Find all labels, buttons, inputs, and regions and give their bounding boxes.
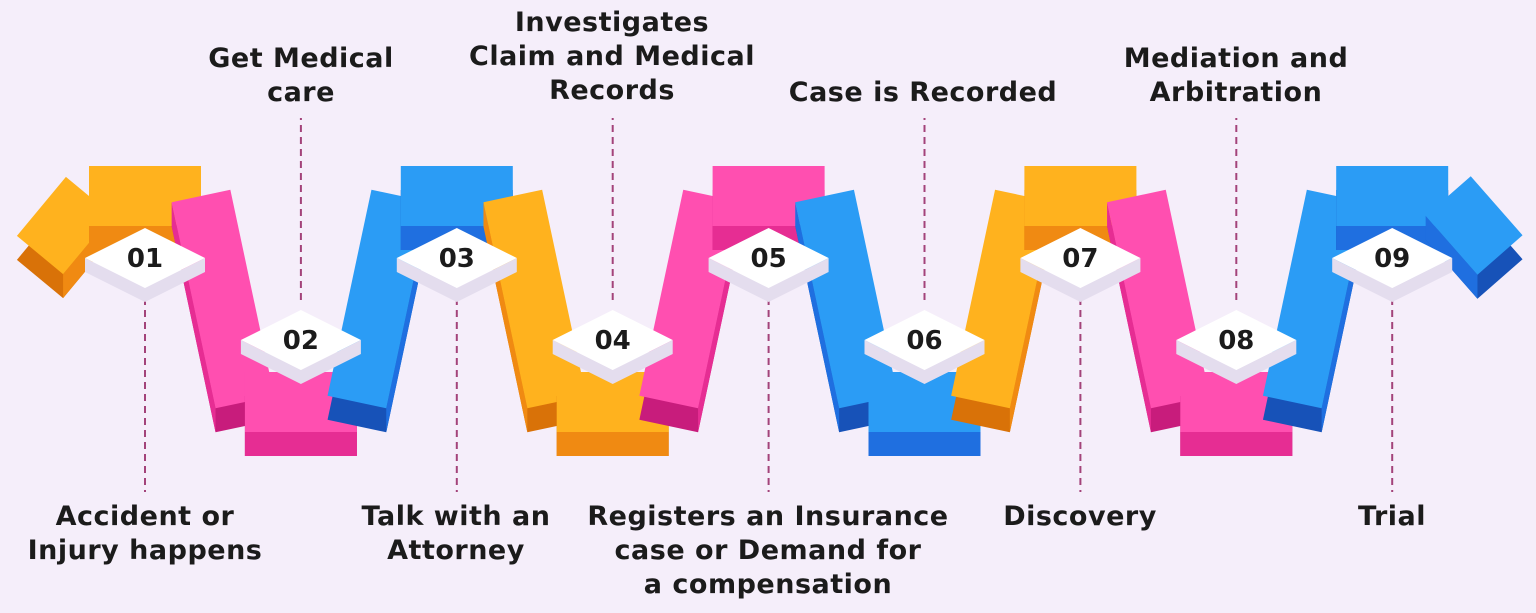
- step-platform-04: 04: [552, 310, 673, 384]
- step-number-06: 06: [906, 326, 942, 356]
- step-label-05: Registers an Insurance case or Demand fo…: [587, 501, 949, 600]
- path-segment-wall: [244, 432, 357, 456]
- step-platform-07: 07: [1020, 228, 1141, 302]
- path-segment-wall: [556, 432, 669, 456]
- step-label-01: Accident or Injury happens: [27, 501, 263, 566]
- platform-top: [85, 228, 205, 288]
- step-platform-08: 08: [1176, 310, 1297, 384]
- step-platform-03: 03: [396, 228, 517, 302]
- step-number-04: 04: [595, 326, 631, 356]
- platform-side: [1332, 258, 1453, 302]
- platform-side: [1176, 340, 1297, 384]
- platform-top: [864, 310, 985, 370]
- step-platform-05: 05: [708, 228, 829, 302]
- step-number-08: 08: [1218, 326, 1254, 356]
- step-number-01: 01: [127, 244, 163, 274]
- path-segment-wall: [868, 432, 981, 456]
- step-platform-06: 06: [864, 310, 985, 384]
- platform-top: [1332, 228, 1453, 288]
- step-label-08: Mediation and Arbitration: [1123, 43, 1349, 108]
- platform-top: [708, 228, 829, 288]
- step-number-03: 03: [439, 244, 475, 274]
- path-band: [16, 166, 1523, 456]
- step-platform-02: 02: [240, 310, 361, 384]
- step-label-07: Discovery: [1003, 501, 1157, 532]
- path-segment-top: [1336, 166, 1449, 226]
- platform-top: [396, 228, 517, 288]
- platform-side: [1020, 258, 1141, 302]
- step-label-04: Investigates Claim and Medical Records: [469, 7, 755, 106]
- platform-side: [864, 340, 985, 384]
- step-platform-09: 09: [1332, 228, 1453, 302]
- platform-top: [1176, 310, 1297, 370]
- platform-top: [240, 310, 361, 370]
- step-number-05: 05: [751, 244, 787, 274]
- step-label-02: Get Medical care: [208, 43, 394, 108]
- platform-top: [552, 310, 673, 370]
- path-segment-wall: [1180, 432, 1293, 456]
- step-number-09: 09: [1374, 244, 1410, 274]
- step-label-06: Case is Recorded: [788, 77, 1058, 108]
- path-segment-top: [16, 176, 113, 275]
- step-number-07: 07: [1062, 244, 1098, 274]
- platform-side: [85, 258, 205, 302]
- platform-side: [708, 258, 829, 302]
- step-platform-01: 01: [85, 228, 205, 302]
- platform-side: [240, 340, 361, 384]
- platform-top: [1020, 228, 1141, 288]
- path-segment-top: [1425, 176, 1523, 275]
- step-label-09: Trial: [1358, 501, 1426, 532]
- platform-side: [552, 340, 673, 384]
- platform-side: [396, 258, 517, 302]
- step-number-02: 02: [283, 326, 319, 356]
- step-label-03: Talk with an Attorney: [361, 501, 551, 566]
- path-segment-wall: [1425, 215, 1478, 299]
